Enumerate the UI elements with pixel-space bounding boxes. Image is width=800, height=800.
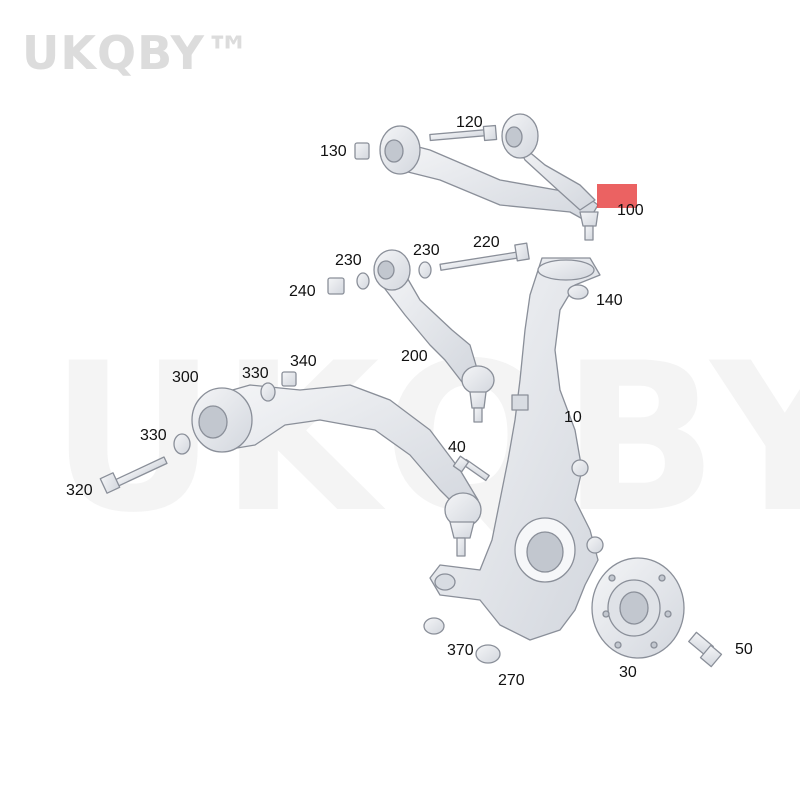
callout-270: 270 bbox=[498, 672, 525, 689]
callout-330-upper: 330 bbox=[242, 365, 269, 382]
nut-270 bbox=[475, 644, 501, 664]
nut-370 bbox=[423, 617, 445, 635]
callout-30: 30 bbox=[619, 664, 637, 681]
callout-140: 140 bbox=[596, 292, 623, 309]
nut-130 bbox=[354, 142, 370, 160]
washer-330-upper bbox=[260, 382, 276, 402]
washer-230-left bbox=[356, 272, 370, 290]
washer-230-right bbox=[418, 261, 432, 279]
lower-control-arm bbox=[191, 384, 482, 557]
callout-200: 200 bbox=[401, 348, 428, 365]
nut-140 bbox=[567, 284, 589, 300]
callout-240: 240 bbox=[289, 283, 316, 300]
highlight-marker bbox=[597, 184, 637, 208]
nut-240 bbox=[327, 277, 345, 295]
callout-10: 10 bbox=[564, 409, 582, 426]
callout-130: 130 bbox=[320, 143, 347, 160]
upper-control-arm bbox=[379, 113, 599, 241]
callout-40: 40 bbox=[448, 439, 466, 456]
washer-330-lower bbox=[173, 433, 191, 455]
callout-340: 340 bbox=[290, 353, 317, 370]
callout-300: 300 bbox=[172, 369, 199, 386]
callout-370: 370 bbox=[447, 642, 474, 659]
bolt-320 bbox=[99, 456, 168, 494]
callout-100: 100 bbox=[617, 202, 644, 219]
callout-320: 320 bbox=[66, 482, 93, 499]
wheel-hub bbox=[591, 557, 685, 659]
callout-220: 220 bbox=[473, 234, 500, 251]
bolt-40 bbox=[452, 455, 490, 482]
callout-230-left: 230 bbox=[335, 252, 362, 269]
nut-340 bbox=[281, 371, 297, 387]
bolt-220 bbox=[439, 242, 530, 271]
bolt-50 bbox=[688, 631, 723, 668]
callout-330-lower: 330 bbox=[140, 427, 167, 444]
callout-120: 120 bbox=[456, 114, 483, 131]
callout-230-right: 230 bbox=[413, 242, 440, 259]
steering-knuckle bbox=[429, 257, 604, 641]
bolt-120 bbox=[429, 124, 498, 142]
watermark-corner: UKQBY™ bbox=[22, 26, 252, 80]
callout-50: 50 bbox=[735, 641, 753, 658]
guide-link-200 bbox=[373, 249, 495, 423]
